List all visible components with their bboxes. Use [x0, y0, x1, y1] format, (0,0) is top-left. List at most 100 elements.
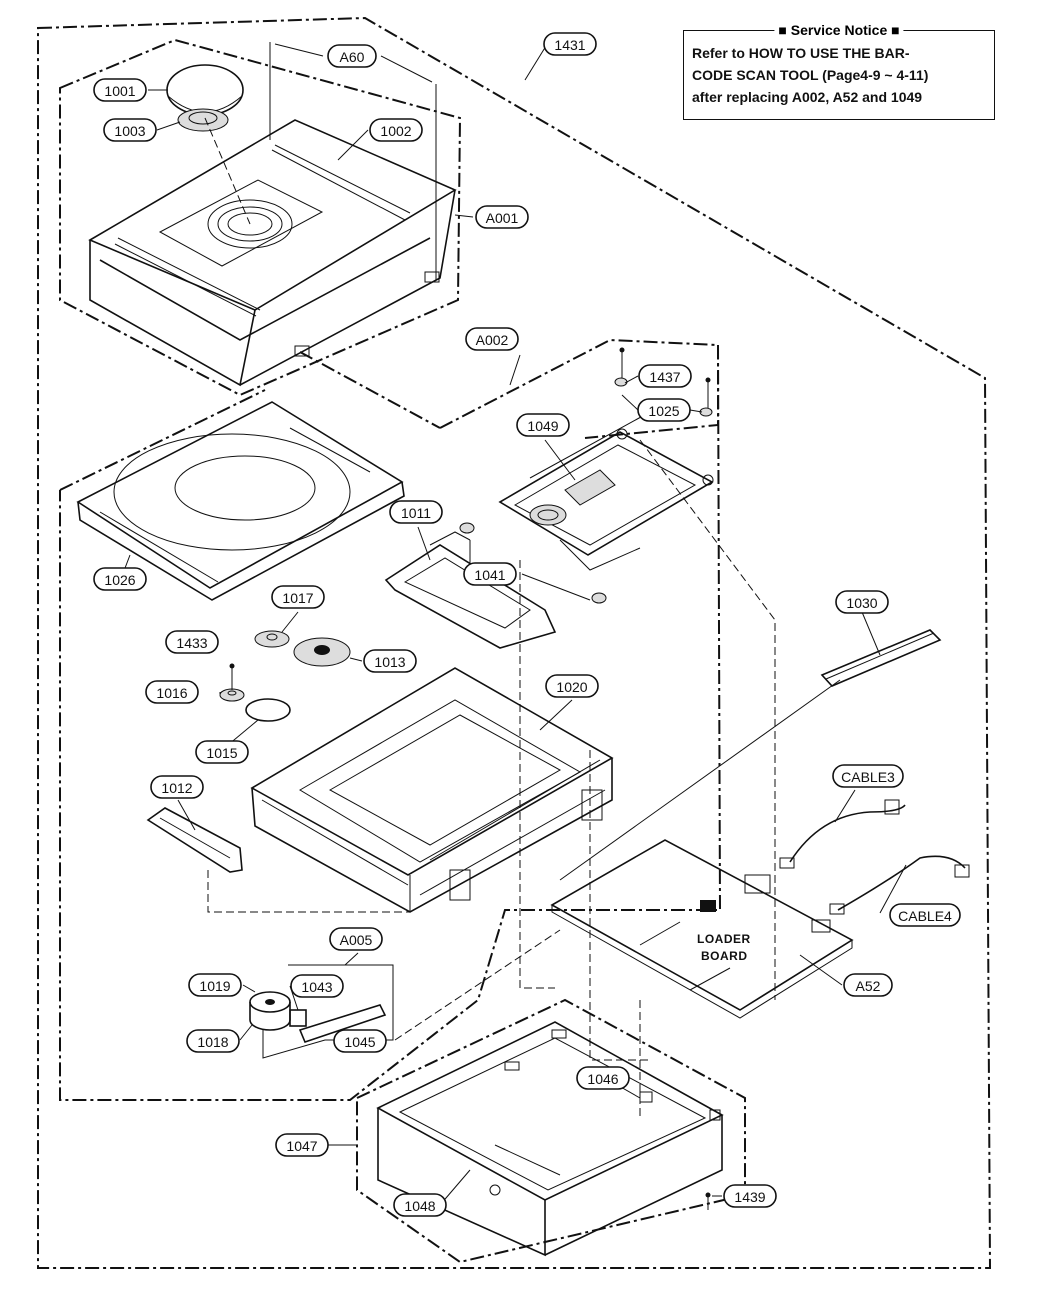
callout-1013: 1013	[363, 649, 417, 673]
lever-1012	[146, 807, 243, 873]
bracket-1011	[384, 531, 557, 649]
a002-boundary	[439, 338, 719, 439]
callout-label: 1011	[401, 505, 431, 521]
disc-tray-1026	[76, 401, 405, 601]
callout-1433: 1433	[165, 630, 219, 654]
callout-1030: 1030	[835, 590, 889, 614]
callout-label: CABLE3	[841, 769, 895, 785]
callout-label: 1002	[380, 123, 411, 139]
callout-label: 1020	[556, 679, 587, 695]
callout-label: 1045	[344, 1034, 375, 1050]
callout-label: 1048	[404, 1198, 435, 1214]
callout-label: 1018	[197, 1034, 228, 1050]
callout-label: 1437	[649, 369, 680, 385]
callout-label: 1003	[114, 123, 145, 139]
flex-1045	[298, 1004, 387, 1043]
callout-1431: 1431	[543, 32, 597, 56]
callout-1026: 1026	[93, 567, 147, 591]
main-chassis-1020	[250, 667, 614, 913]
magnet-1003	[177, 108, 229, 132]
callout-label: 1049	[527, 418, 558, 434]
main-boundary	[59, 344, 722, 1101]
a001-boundary	[59, 38, 462, 397]
callout-label: 1026	[104, 572, 135, 588]
callout-label: 1017	[282, 590, 313, 606]
callout-a005: A005	[329, 927, 383, 951]
service-notice-line-1: Refer to HOW TO USE THE BAR-	[692, 45, 910, 61]
service-notice-box: ■ Service Notice ■ Refer to HOW TO USE T…	[683, 22, 995, 120]
disc-clamp-1001	[166, 64, 244, 116]
callout-label: 1025	[648, 403, 679, 419]
callout-label: 1047	[286, 1138, 317, 1154]
loader-board-label-line2: BOARD	[701, 949, 748, 963]
service-notice-line-2: CODE SCAN TOOL (Page4-9 ~ 4-11)	[692, 67, 929, 83]
pulley-1016	[219, 688, 245, 702]
callout-a52: A52	[843, 973, 893, 997]
callout-1049: 1049	[516, 413, 570, 437]
callout-1002: 1002	[369, 118, 423, 142]
callout-label: A60	[340, 49, 365, 65]
callout-label: 1013	[374, 654, 405, 670]
service-notice-title: ■ Service Notice ■	[774, 22, 904, 38]
bottom-cover-1048	[376, 1021, 724, 1257]
pickup-chassis-1049	[498, 411, 714, 571]
bottom-boundary	[356, 998, 746, 1264]
callout-1001: 1001	[93, 78, 147, 102]
callout-1020: 1020	[545, 674, 599, 698]
cushion-1041	[459, 522, 607, 604]
callout-1047: 1047	[275, 1133, 329, 1157]
gear-1017	[254, 630, 290, 648]
callout-cable3: CABLE3	[832, 764, 904, 788]
callout-1017: 1017	[271, 585, 325, 609]
cable4	[829, 855, 970, 915]
callout-label: CABLE4	[898, 908, 952, 924]
callout-1045: 1045	[333, 1029, 387, 1053]
callout-label: 1046	[587, 1071, 618, 1087]
gear-1013	[293, 637, 351, 667]
callout-a002: A002	[465, 327, 519, 351]
callout-label: 1001	[104, 83, 135, 99]
callout-cable4: CABLE4	[889, 903, 961, 927]
callout-label: 1030	[846, 595, 877, 611]
callout-1046: 1046	[576, 1066, 630, 1090]
flat-cable-1030	[820, 629, 942, 687]
callout-1011: 1011	[389, 500, 443, 524]
callout-label: 1015	[206, 745, 237, 761]
belt-1015	[245, 698, 291, 722]
motor-1018	[249, 991, 291, 1031]
callout-1043: 1043	[290, 974, 344, 998]
callout-label: 1431	[554, 37, 585, 53]
callout-label: 1433	[176, 635, 207, 651]
callout-1012: 1012	[150, 775, 204, 799]
callout-label: A005	[340, 932, 373, 948]
callout-1048: 1048	[393, 1193, 447, 1217]
callout-1439: 1439	[723, 1184, 777, 1208]
callout-1025: 1025	[637, 398, 691, 422]
callout-1041: 1041	[463, 562, 517, 586]
callout-a60: A60	[327, 44, 377, 68]
callout-label: 1439	[734, 1189, 765, 1205]
callout-label: 1041	[474, 567, 505, 583]
loader-board-a52	[550, 839, 854, 1019]
callout-a001: A001	[475, 205, 529, 229]
callout-1018: 1018	[186, 1029, 240, 1053]
callout-label: 1012	[161, 780, 192, 796]
callout-label: A52	[856, 978, 881, 994]
callout-1003: 1003	[103, 118, 157, 142]
callout-1015: 1015	[195, 740, 249, 764]
top-cover	[88, 119, 457, 387]
sensor-1043	[289, 1009, 307, 1027]
callout-1437: 1437	[638, 364, 692, 388]
callout-label: A001	[486, 210, 519, 226]
callout-label: 1016	[156, 685, 187, 701]
service-notice-line-3: after replacing A002, A52 and 1049	[692, 89, 923, 105]
cable3	[779, 799, 906, 869]
callout-1016: 1016	[145, 680, 199, 704]
callout-label: 1019	[199, 978, 230, 994]
callout-1019: 1019	[188, 973, 242, 997]
callout-label: 1043	[301, 979, 332, 995]
loader-board-label-line1: LOADER	[697, 932, 751, 946]
callout-label: A002	[476, 332, 509, 348]
